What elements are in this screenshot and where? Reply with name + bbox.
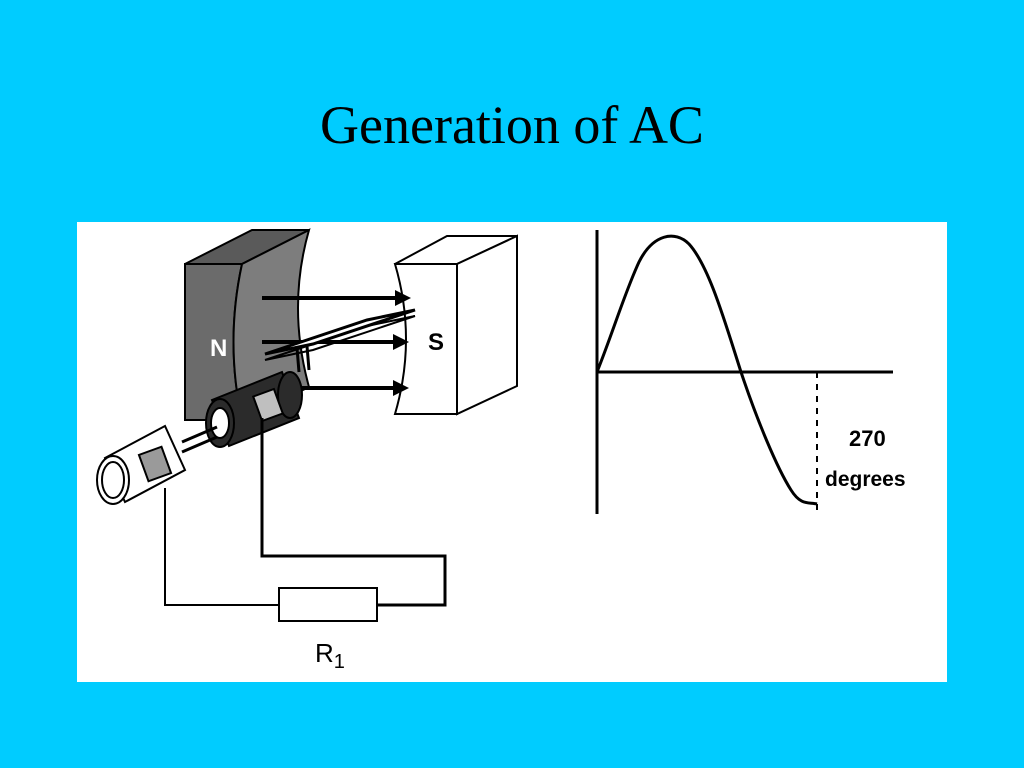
resistor-symbol: [278, 587, 378, 622]
south-pole-label: S: [428, 329, 444, 356]
waveform-plot: 270 degrees: [595, 230, 906, 516]
angle-unit-label: degrees: [825, 468, 906, 491]
angle-value-label: 270: [849, 426, 886, 451]
south-magnet: [393, 234, 518, 416]
slip-rings: [205, 370, 303, 448]
north-pole-label: N: [210, 335, 227, 362]
resistor-label: R1: [315, 638, 345, 673]
resistor-subscript: 1: [334, 651, 345, 673]
slide-title: Generation of AC: [320, 95, 704, 155]
sine-wave: [595, 234, 818, 506]
figure-panel: N S: [77, 222, 947, 682]
ac-generator-diagram: N S: [96, 228, 906, 673]
armature-loop: [264, 308, 416, 373]
brush-assembly: [96, 424, 218, 505]
external-circuit: [164, 418, 447, 607]
resistor-letter: R: [315, 638, 334, 668]
